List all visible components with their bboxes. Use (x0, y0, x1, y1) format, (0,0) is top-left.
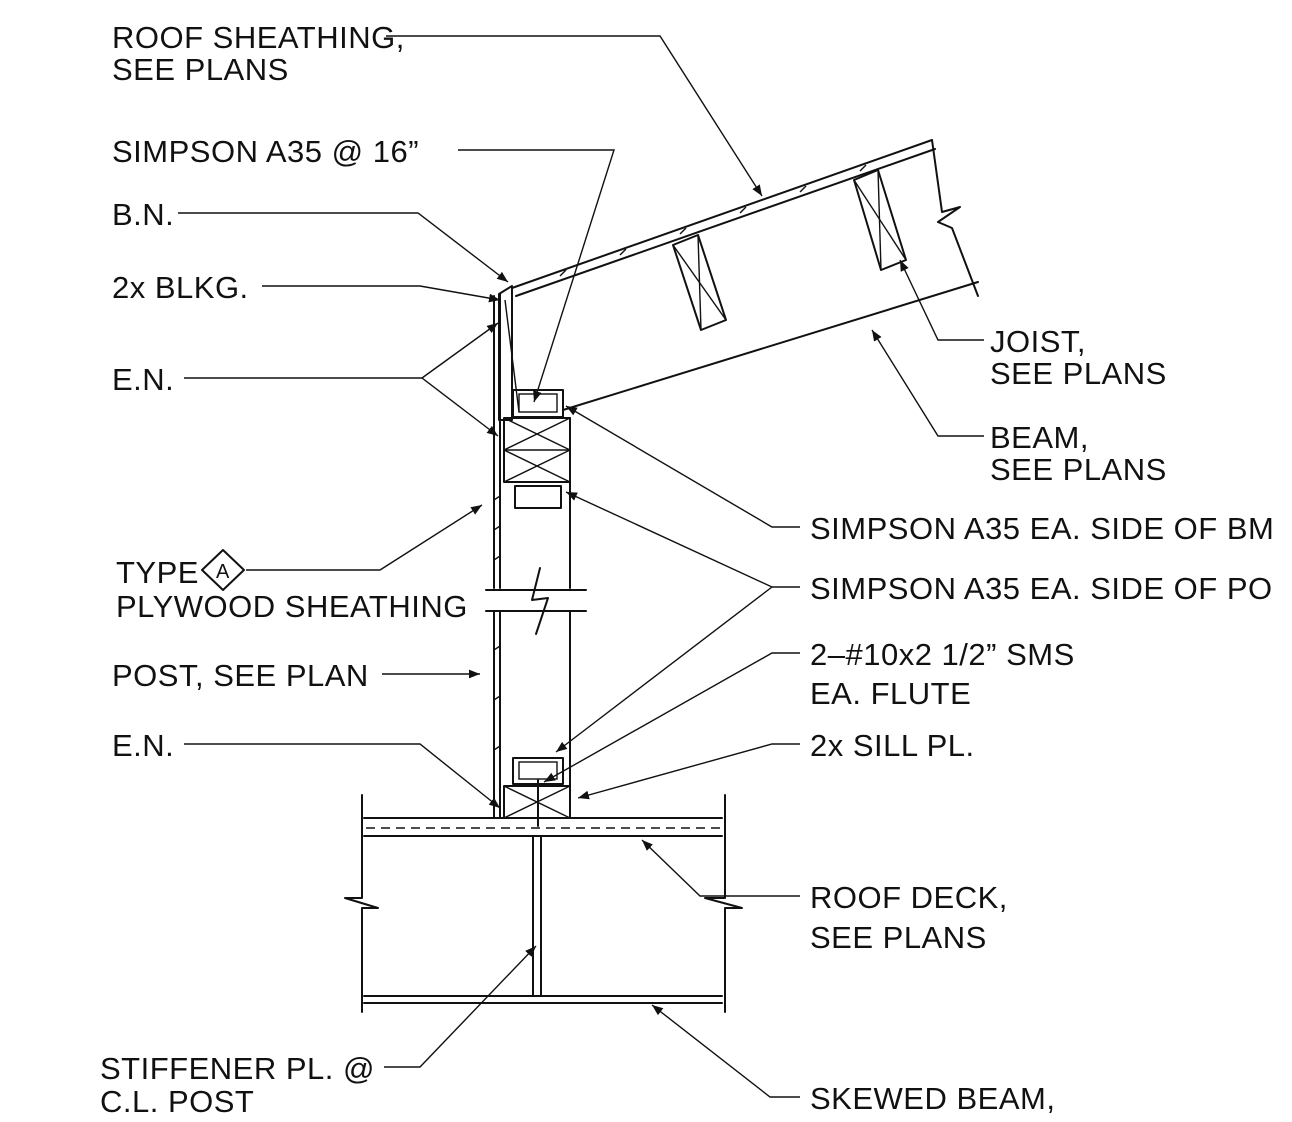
label-bn: B.N. (112, 197, 174, 232)
label-roof-deck-1: ROOF DECK, (810, 880, 1008, 915)
joist-block-1 (672, 234, 727, 331)
label-stiffener-1: STIFFENER PL. @ (100, 1051, 375, 1086)
leaders (178, 35, 984, 1098)
label-sill: 2x SILL PL. (810, 728, 975, 763)
joist-block-2 (853, 169, 907, 271)
label-simpson-po: SIMPSON A35 EA. SIDE OF PO (810, 571, 1273, 606)
roof-assembly (511, 139, 979, 411)
label-sms-2: EA. FLUTE (810, 676, 971, 711)
label-joist-2: SEE PLANS (990, 356, 1167, 391)
label-type-letter: A (216, 561, 230, 583)
post-assembly (485, 285, 587, 827)
label-beam-1: BEAM, (990, 420, 1089, 455)
label-type: TYPE (116, 555, 199, 590)
label-blkg: 2x BLKG. (112, 270, 249, 305)
steel-beam-assembly (344, 794, 743, 1013)
label-roof-deck-2: SEE PLANS (810, 920, 987, 955)
label-skewed-beam: SKEWED BEAM, (810, 1081, 1055, 1116)
label-simpson-a35-16: SIMPSON A35 @ 16” (112, 134, 419, 169)
label-joist-1: JOIST, (990, 324, 1086, 359)
label-en-bottom: E.N. (112, 728, 174, 763)
label-post: POST, SEE PLAN (112, 658, 369, 693)
label-simpson-bm: SIMPSON A35 EA. SIDE OF BM (810, 511, 1274, 546)
label-plywood: PLYWOOD SHEATHING (116, 589, 468, 624)
text-labels: ROOF SHEATHING, SEE PLANS SIMPSON A35 @ … (100, 20, 1274, 1119)
type-diamond-symbol (201, 549, 245, 591)
label-en-top: E.N. (112, 362, 174, 397)
label-roof-sheathing-1: ROOF SHEATHING, (112, 20, 405, 55)
label-stiffener-2: C.L. POST (100, 1084, 254, 1119)
label-roof-sheathing-2: SEE PLANS (112, 52, 289, 87)
label-beam-2: SEE PLANS (990, 452, 1167, 487)
label-sms-1: 2–#10x2 1/2” SMS (810, 637, 1075, 672)
